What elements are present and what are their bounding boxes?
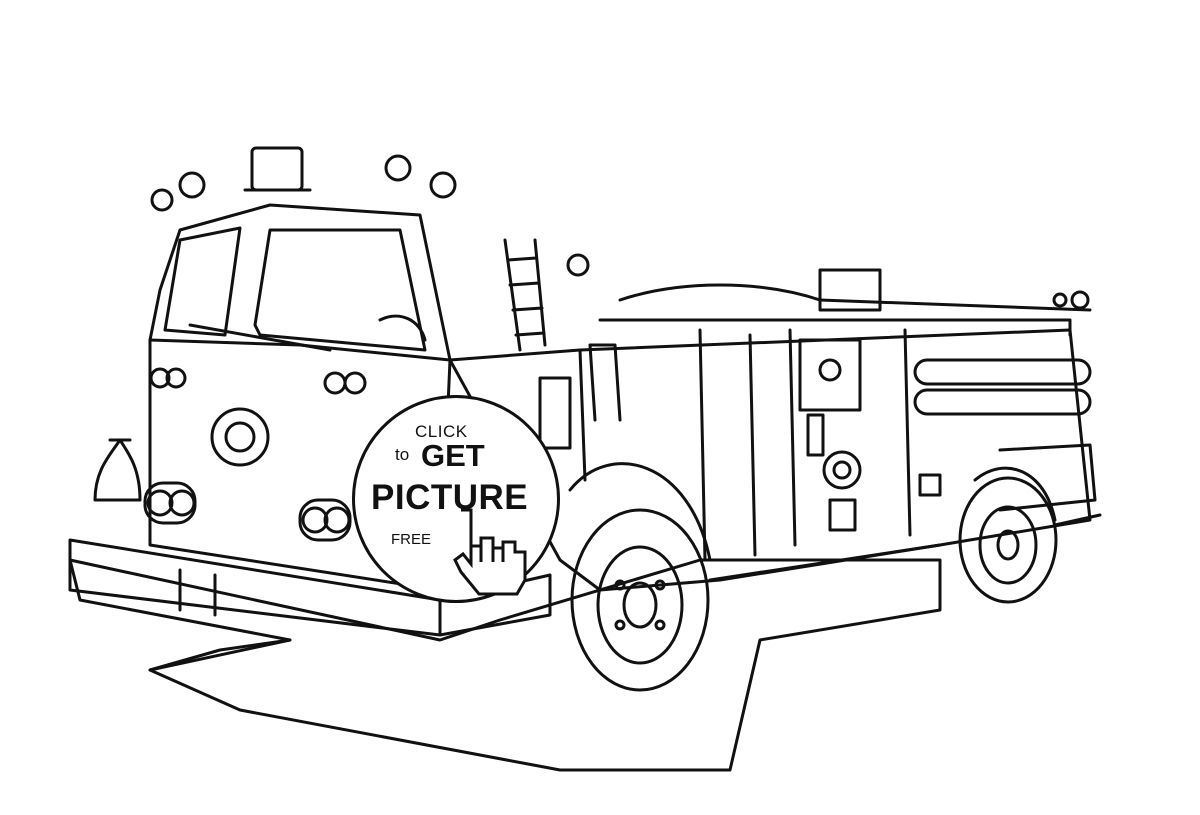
get-picture-button[interactable]: CLICK to GET PICTURE FREE	[352, 395, 560, 603]
badge-picture-label: PICTURE	[371, 478, 529, 517]
pointing-hand-cursor-icon	[453, 508, 527, 596]
windshield	[163, 226, 242, 337]
roof-lamp-left	[178, 171, 206, 199]
hose-pipe-top	[913, 358, 1092, 386]
rear-wheel-arch	[973, 466, 1057, 522]
ground-shape	[68, 558, 942, 772]
badge-get-label: GET	[421, 438, 485, 473]
badge-click-label: CLICK	[415, 422, 468, 441]
badge-to-label: to	[395, 445, 410, 464]
rear-wheel	[958, 476, 1058, 604]
rear-ladder	[503, 238, 547, 352]
front-wheel	[570, 508, 710, 692]
bell	[93, 438, 142, 502]
roof-lamp-right	[384, 154, 412, 182]
beacon-light	[250, 146, 304, 192]
pump-valve	[822, 450, 862, 490]
center-siren	[210, 407, 270, 467]
front-wheel-arch	[568, 462, 712, 562]
badge-free-label: FREE	[391, 531, 432, 548]
hose-pipe-bottom	[913, 388, 1092, 416]
